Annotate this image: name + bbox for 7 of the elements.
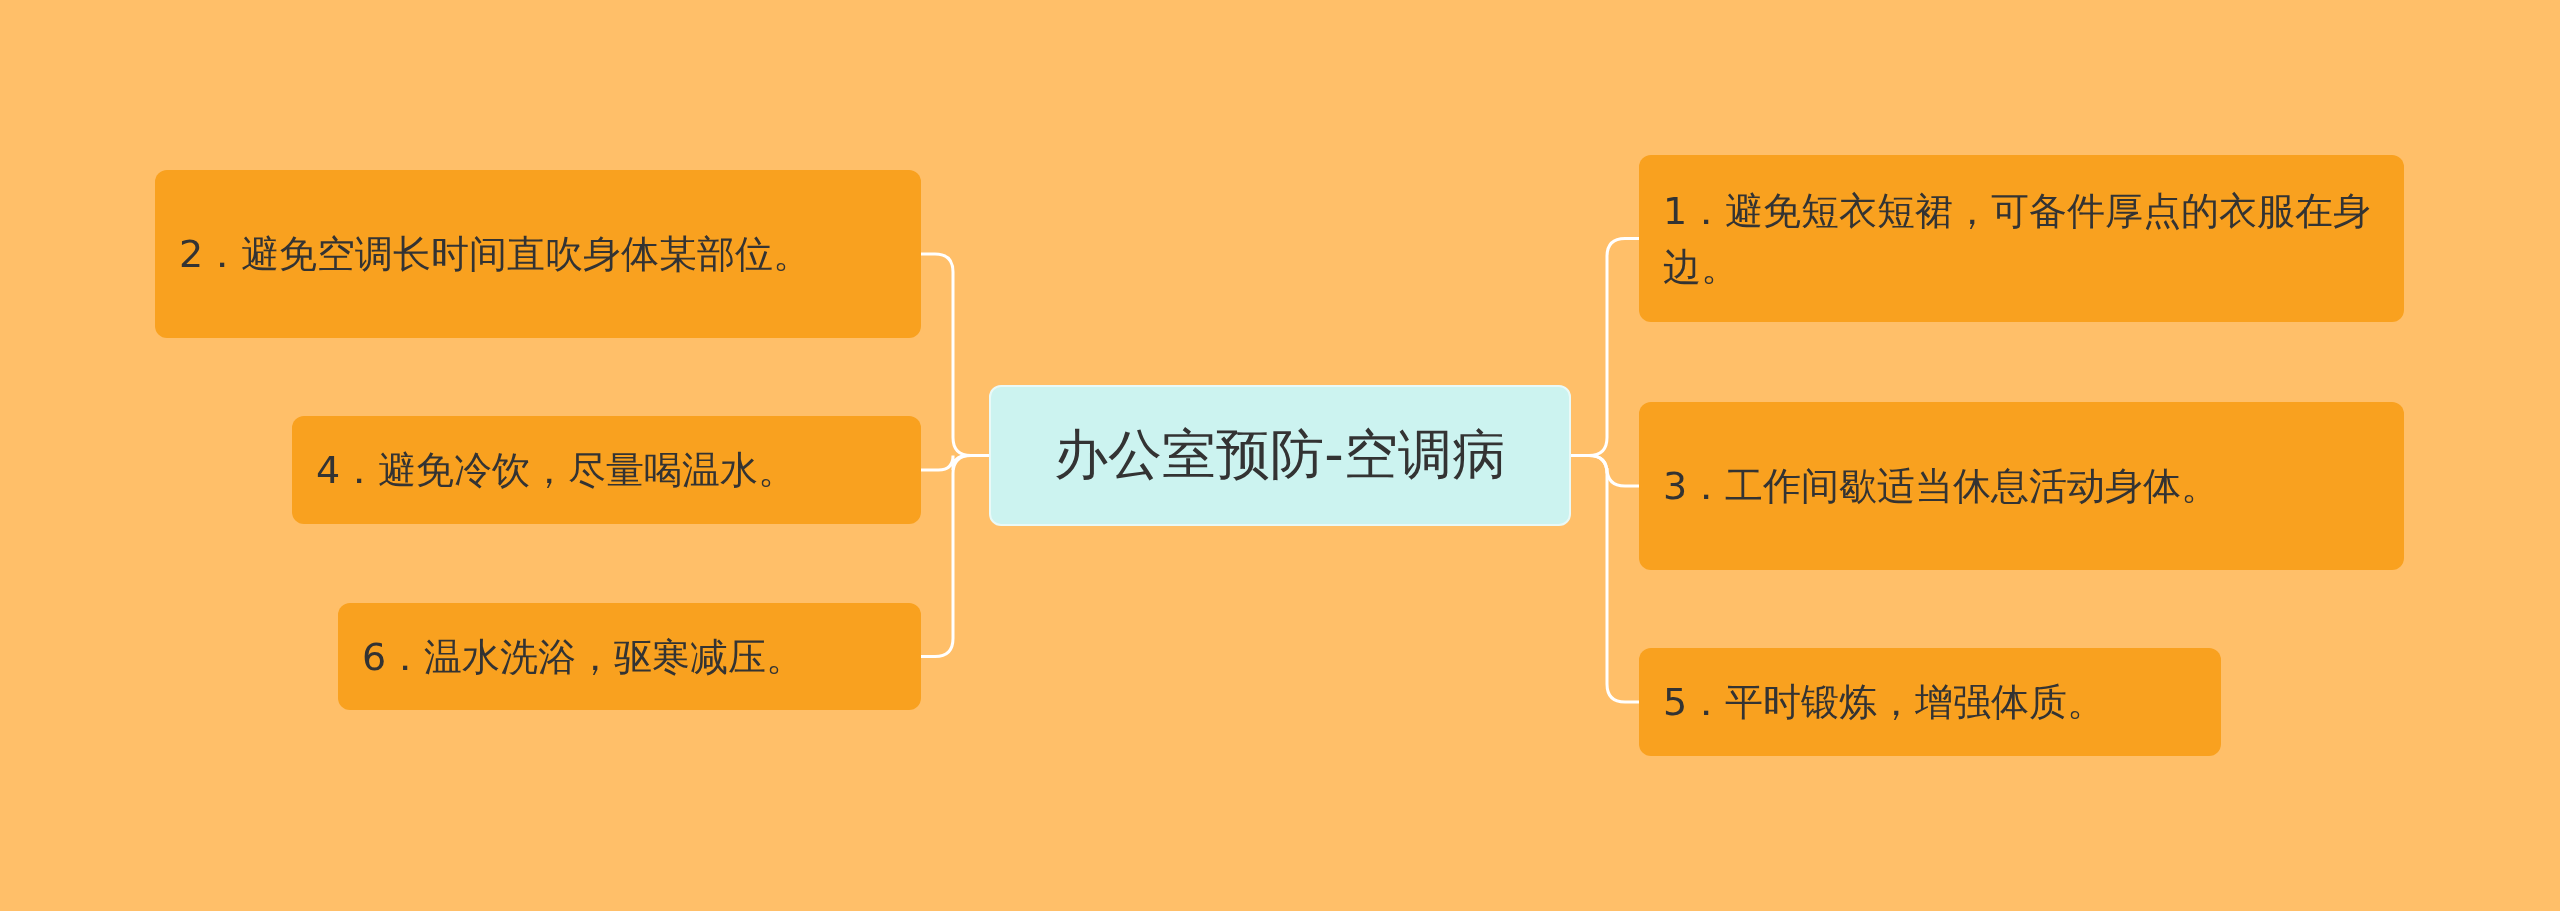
central-topic-box: 办公室预防-空调病 [989,385,1571,526]
topic-box: 3．工作间歇适当休息活动身体。 [1639,402,2404,570]
topic-box: 4．避免冷饮，尽量喝温水。 [292,416,921,524]
topic-box: 2．避免空调长时间直吹身体某部位。 [155,170,921,338]
topic-box: 5．平时锻炼，增强体质。 [1639,648,2221,756]
topic-box: 1．避免短衣短裙，可备件厚点的衣服在身边。 [1639,155,2404,322]
topic-box: 6．温水洗浴，驱寒减压。 [338,603,921,710]
